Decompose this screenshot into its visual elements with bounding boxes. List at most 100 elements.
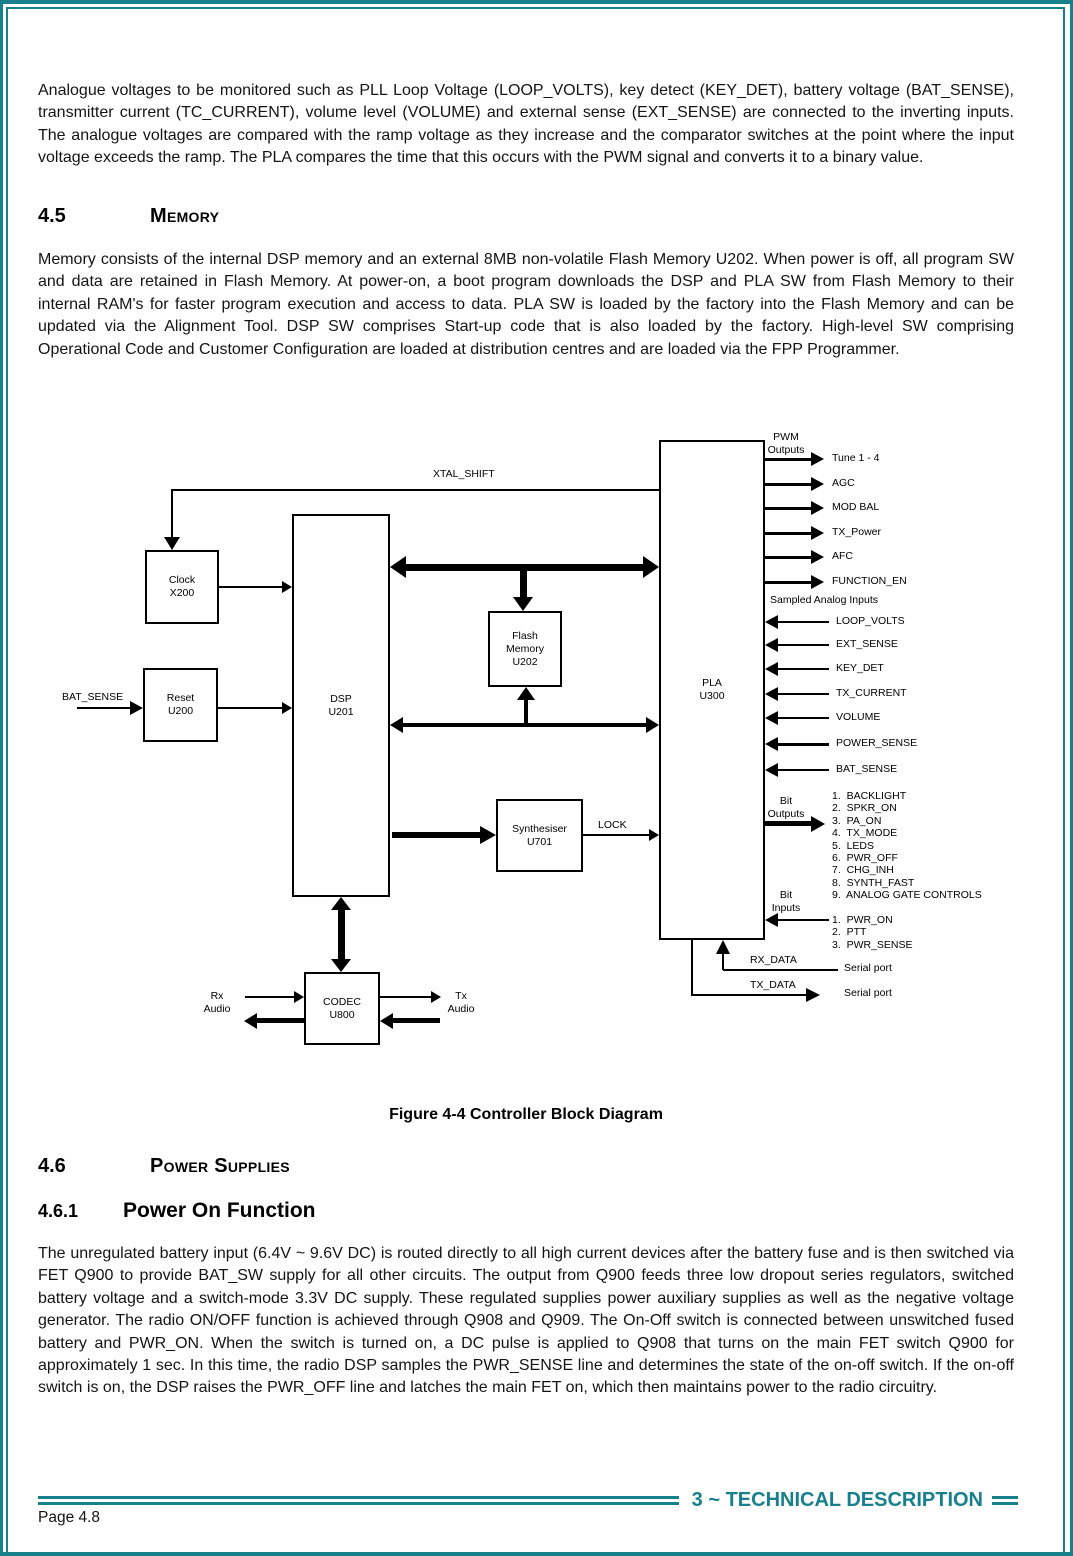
page-inner-frame <box>6 7 1065 1556</box>
bit-outputs-line <box>765 821 811 826</box>
bit-output-item: 2. SPKR_ON <box>832 802 897 815</box>
bit-output-item: 3. PA_ON <box>832 814 882 827</box>
analog-input-line <box>778 693 829 695</box>
reset-to-dsp-line <box>218 707 282 709</box>
section-461-title: Power On Function <box>123 1199 316 1222</box>
footer: 3 ~ TECHNICAL DESCRIPTION <box>38 1488 1018 1512</box>
dsp-to-synth-line <box>392 832 480 838</box>
rx-audio-out-line <box>257 1018 304 1023</box>
analog-input-label: EXT_SENSE <box>836 638 898 650</box>
arrowhead-up-icon <box>331 897 351 910</box>
tx-data-label: TX_DATA <box>750 979 796 991</box>
arrowhead-left-icon <box>765 737 778 751</box>
arrowhead-right-icon <box>811 501 824 515</box>
dsp-block: DSP U201 <box>292 514 390 897</box>
bit-output-item: 8. SYNTH_FAST <box>832 876 915 889</box>
bat-sense-line <box>77 707 131 709</box>
figure-caption: Figure 4-4 Controller Block Diagram <box>389 1106 663 1123</box>
arrowhead-right-icon <box>811 452 824 466</box>
arrowhead-left-icon <box>390 717 403 733</box>
tx-data-line <box>691 994 807 996</box>
pwm-line <box>765 581 811 584</box>
page-border-right <box>1070 0 1073 1556</box>
analog-input-label: KEY_DET <box>836 662 884 674</box>
tx-audio-label: Tx Audio <box>447 990 475 1015</box>
arrowhead-right-icon <box>811 816 825 832</box>
analog-input-label: VOLUME <box>836 711 881 723</box>
analog-input-line <box>778 668 829 670</box>
tx-data-line-vertical <box>691 940 693 996</box>
section-461-number: 4.6.1 <box>38 1201 79 1221</box>
xtal-shift-line <box>172 489 659 491</box>
bit-output-item: 5. LEDS <box>832 839 875 852</box>
arrowhead-up-icon <box>517 687 535 700</box>
lock-label: LOCK <box>598 819 627 831</box>
section-461-heading: 4.6.1 Power On Function <box>38 1199 316 1223</box>
section-461-paragraph: The unregulated battery input (6.4V ~ 9.… <box>38 1245 1014 1397</box>
clock-block: Clock X200 <box>145 550 219 624</box>
arrowhead-right-icon <box>480 826 496 844</box>
arrowhead-left-icon <box>765 615 778 629</box>
arrowhead-right-icon <box>282 702 292 714</box>
arrowhead-down-icon <box>164 537 180 550</box>
pwm-line <box>765 483 811 486</box>
tx-audio-out-line <box>380 996 432 998</box>
arrowhead-right-icon <box>130 701 143 715</box>
xtal-shift-line-vertical <box>171 489 173 539</box>
arrowhead-right-icon <box>811 550 824 564</box>
xtal-shift-label: XTAL_SHIFT <box>433 468 495 480</box>
arrowhead-right-icon <box>643 556 659 578</box>
page-border-left <box>0 0 3 1556</box>
arrowhead-left-icon <box>390 556 406 578</box>
serial-port-rx-label: Serial port <box>844 962 892 974</box>
analog-input-line <box>778 621 829 623</box>
arrowhead-left-icon <box>244 1013 257 1029</box>
section-46-title: Power Supplies <box>150 1155 290 1177</box>
pwm-outputs-title: PWM Outputs <box>767 431 805 456</box>
rx-audio-in-line <box>245 996 295 998</box>
arrowhead-right-icon <box>811 526 824 540</box>
tx-audio-in-line <box>393 1018 440 1023</box>
bit-inputs-list: 1. PWR_ON 2. PTT 3. PWR_SENSE <box>832 914 913 951</box>
bit-output-item: 6. PWR_OFF <box>832 852 898 865</box>
section-45-number: 4.5 <box>38 205 66 227</box>
sampled-inputs-title: Sampled Analog Inputs <box>770 594 878 606</box>
page-number: Page 4.8 <box>38 1509 101 1526</box>
bit-output-item: 7. CHG_INH <box>832 864 894 877</box>
footer-chapter-title: 3 ~ TECHNICAL DESCRIPTION <box>691 1488 983 1511</box>
analog-input-line <box>778 769 829 771</box>
dsp-codec-bus-line <box>338 909 345 960</box>
bit-inputs-title: Bit Inputs <box>771 889 801 914</box>
arrowhead-left-icon <box>765 638 778 652</box>
bit-output-item: 9. ANALOG GATE CONTROLS <box>832 889 982 902</box>
arrowhead-right-icon <box>646 717 659 733</box>
arrowhead-up-icon <box>716 940 730 954</box>
footer-rule-left <box>38 1488 679 1512</box>
lock-line <box>583 834 650 836</box>
arrowhead-right-icon <box>649 829 659 841</box>
rx-data-line-vertical <box>722 954 724 970</box>
arrowhead-left-icon <box>765 711 778 725</box>
flash-to-bus-line <box>524 699 528 724</box>
analog-input-label: POWER_SENSE <box>836 737 918 749</box>
bit-input-item: 1. PWR_ON <box>832 914 893 926</box>
arrowhead-right-icon <box>811 575 824 589</box>
arrowhead-right-icon <box>282 581 292 593</box>
arrowhead-down-icon <box>513 597 533 611</box>
pwm-output-label: FUNCTION_EN <box>832 575 907 587</box>
pwm-line <box>765 507 811 510</box>
bus-to-flash-line <box>520 571 527 598</box>
controller-block-diagram: XTAL_SHIFT Clock X200 Reset U200 BAT_SEN… <box>0 430 1073 1085</box>
arrowhead-right-icon <box>431 991 441 1003</box>
intro-paragraph: Analogue voltages to be monitored such a… <box>38 82 1014 167</box>
analog-input-line <box>778 717 829 719</box>
analog-input-label: TX_CURRENT <box>836 687 907 699</box>
analog-input-label: BAT_SENSE <box>836 763 898 775</box>
pwm-output-label: MOD BAL <box>832 501 880 513</box>
pwm-line <box>765 458 811 461</box>
bat-sense-input-label: BAT_SENSE <box>62 691 124 703</box>
bit-outputs-title: Bit Outputs <box>767 795 805 820</box>
